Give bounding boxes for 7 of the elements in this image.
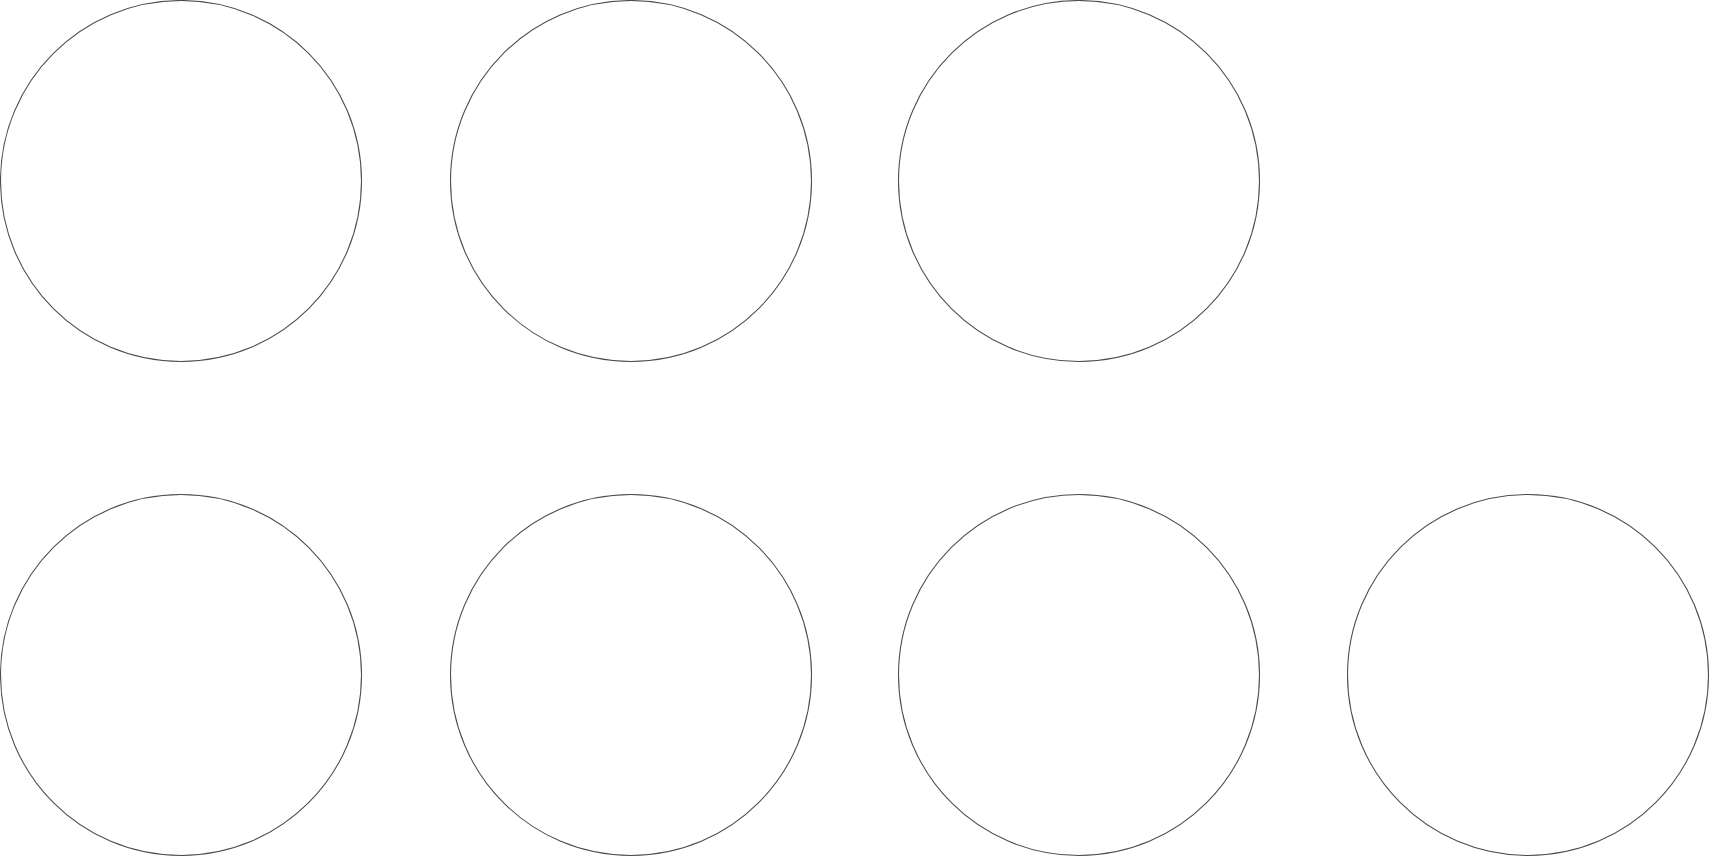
circle-outline [450,0,813,363]
circle-outline [897,493,1261,857]
circle-outline [0,0,363,363]
circle-outline [1346,493,1710,857]
circle-outline [450,493,813,857]
circle-outline [897,0,1261,363]
circle-outline [0,493,363,857]
